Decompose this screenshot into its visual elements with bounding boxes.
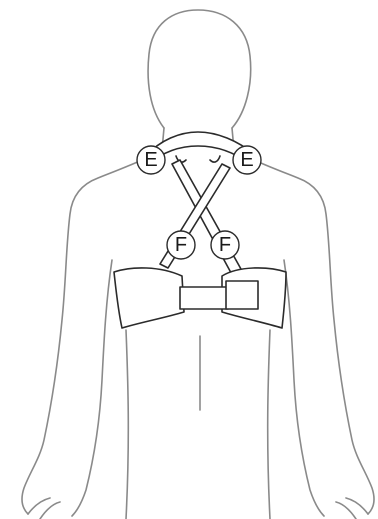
label-left-strap-text: F bbox=[175, 234, 187, 256]
label-right-strap: F bbox=[211, 231, 239, 259]
right-inner-arm bbox=[284, 260, 324, 516]
torso-outline bbox=[22, 128, 374, 514]
label-right-shoulder-text: E bbox=[240, 149, 253, 171]
left-waist bbox=[126, 330, 128, 519]
label-right-strap-text: F bbox=[219, 234, 231, 256]
label-left-shoulder: E bbox=[137, 146, 165, 174]
label-right-shoulder: E bbox=[233, 146, 261, 174]
label-left-strap: F bbox=[167, 231, 195, 259]
back-band-left bbox=[114, 268, 184, 328]
strap-left-to-right bbox=[172, 160, 246, 282]
right-hand bbox=[336, 498, 368, 519]
back-band-center bbox=[180, 287, 228, 309]
back-band-buckle bbox=[226, 281, 258, 309]
left-inner-arm bbox=[72, 260, 112, 516]
head-outline bbox=[148, 10, 251, 128]
collar-hook-right bbox=[210, 156, 220, 162]
left-hand bbox=[28, 498, 60, 519]
right-waist bbox=[268, 330, 270, 519]
body-silhouette bbox=[22, 10, 374, 519]
label-left-shoulder-text: E bbox=[144, 149, 157, 171]
